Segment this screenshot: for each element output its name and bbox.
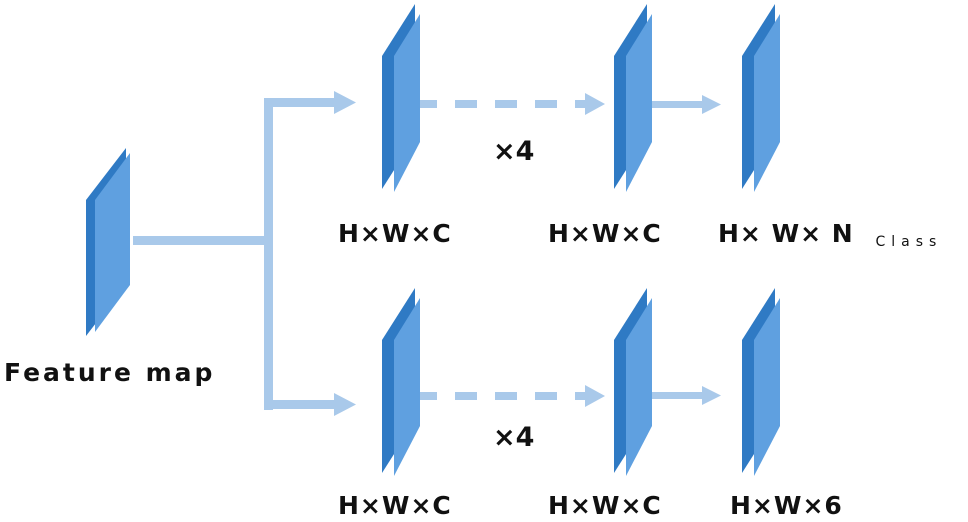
top-output-dim-label: H× W× N Class bbox=[718, 219, 942, 250]
top-first-dim-label: H×W×C bbox=[338, 219, 452, 248]
trunk-line bbox=[133, 236, 273, 245]
bottom-second-dim-label: H×W×C bbox=[548, 491, 662, 520]
bottom-branch-line bbox=[264, 400, 336, 409]
connectors bbox=[133, 91, 721, 416]
bottom-output-arrow-line bbox=[652, 392, 704, 399]
bottom-branch-arrowhead bbox=[334, 393, 356, 416]
split-vertical-line bbox=[264, 98, 273, 410]
labels: Feature map ×4 H×W×C H×W×C H× W× N Class… bbox=[4, 136, 942, 520]
bottom-output-arrowhead bbox=[702, 386, 721, 405]
top-branch-line bbox=[264, 98, 336, 107]
top-repeat-label: ×4 bbox=[493, 136, 534, 167]
feature-map-plate bbox=[86, 148, 130, 336]
bottom-output-dim-label: H×W×6 bbox=[730, 491, 843, 520]
top-output-main: H× W× N bbox=[718, 219, 854, 248]
plates bbox=[86, 4, 780, 476]
bottom-repeat-dashed-arrow bbox=[415, 385, 605, 407]
top-output-arrowhead bbox=[702, 95, 721, 114]
bottom-plate-3 bbox=[742, 288, 780, 476]
top-plate-3 bbox=[742, 4, 780, 192]
top-repeat-dashed-arrow bbox=[415, 93, 605, 115]
top-branch-arrowhead bbox=[334, 91, 356, 114]
bottom-repeat-label: ×4 bbox=[493, 422, 534, 453]
bottom-first-dim-label: H×W×C bbox=[338, 491, 452, 520]
top-second-dim-label: H×W×C bbox=[548, 219, 662, 248]
top-output-subscript: Class bbox=[875, 234, 942, 250]
bottom-plate-1 bbox=[382, 288, 420, 476]
top-output-arrow-line bbox=[652, 101, 704, 108]
feature-map-label: Feature map bbox=[4, 358, 215, 387]
top-plate-1 bbox=[382, 4, 420, 192]
bottom-plate-2 bbox=[614, 288, 652, 476]
top-plate-2 bbox=[614, 4, 652, 192]
